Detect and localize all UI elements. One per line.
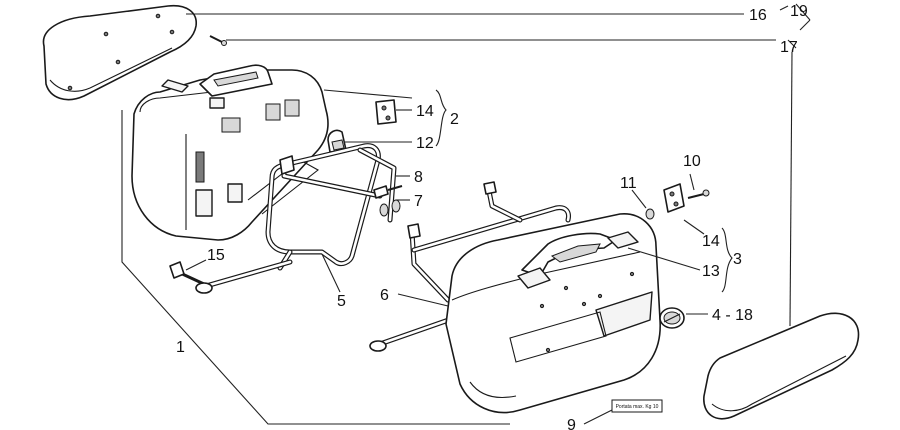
mounting-plate-14-bottom [663,183,685,213]
screw-hole [115,59,121,65]
callout-10: 10 [683,153,701,170]
mounting-frame-5 [265,143,397,271]
latch-13 [607,231,639,249]
callout-2: 2 [450,111,459,128]
callout-3: 3 [733,251,742,268]
label-plate-9: Portata max. Kg 10 [611,399,663,413]
callout-8: 8 [414,169,423,186]
callout-4-18: 4 - 18 [712,307,753,324]
latch-13 [517,267,551,289]
callout-11: 11 [620,175,637,192]
nut-8 [379,199,401,217]
screw-17 [209,35,227,46]
callout-1: 1 [176,339,185,356]
callout-17: 17 [780,39,798,56]
vent-slot [221,117,241,133]
slot [195,151,205,183]
washer-11 [645,208,655,220]
callout-6: 6 [380,287,389,304]
mounting-frame-6 [369,181,571,352]
plate-text: Portata max. Kg 10 [616,404,659,410]
side-case-right [445,213,661,414]
screw-hole [169,29,175,35]
vent-slot [265,103,281,121]
callout-14-top: 14 [416,103,434,120]
callout-5: 5 [337,293,346,310]
reflector-recess [195,189,213,217]
callout-9: 9 [567,417,576,430]
leader-lines [121,3,811,425]
side-case-left [131,64,329,241]
callout-15: 15 [207,247,225,264]
mounting-plate-14-top [375,99,397,125]
screw-hole [103,31,109,37]
clip-12 [327,129,347,153]
screw-hole [67,85,73,91]
reflector-4-18 [659,307,685,329]
callout-12: 12 [416,135,434,152]
callout-19: 19 [790,3,808,20]
callout-7: 7 [414,193,423,210]
callout-14-bottom: 14 [702,233,720,250]
callout-labels: 16 19 17 14 2 12 8 7 15 5 6 1 10 11 14 3… [176,3,808,430]
latch-clip [161,79,189,93]
screw-10 [687,189,710,199]
screw-hole [155,13,161,19]
rod-15 [169,259,293,294]
screw-7 [373,185,403,199]
callout-16: 16 [749,7,767,24]
vent-slot [284,99,300,117]
lid-cover-top-left [42,4,197,101]
callout-13: 13 [702,263,720,280]
lid-cover-bottom-right [703,312,860,420]
